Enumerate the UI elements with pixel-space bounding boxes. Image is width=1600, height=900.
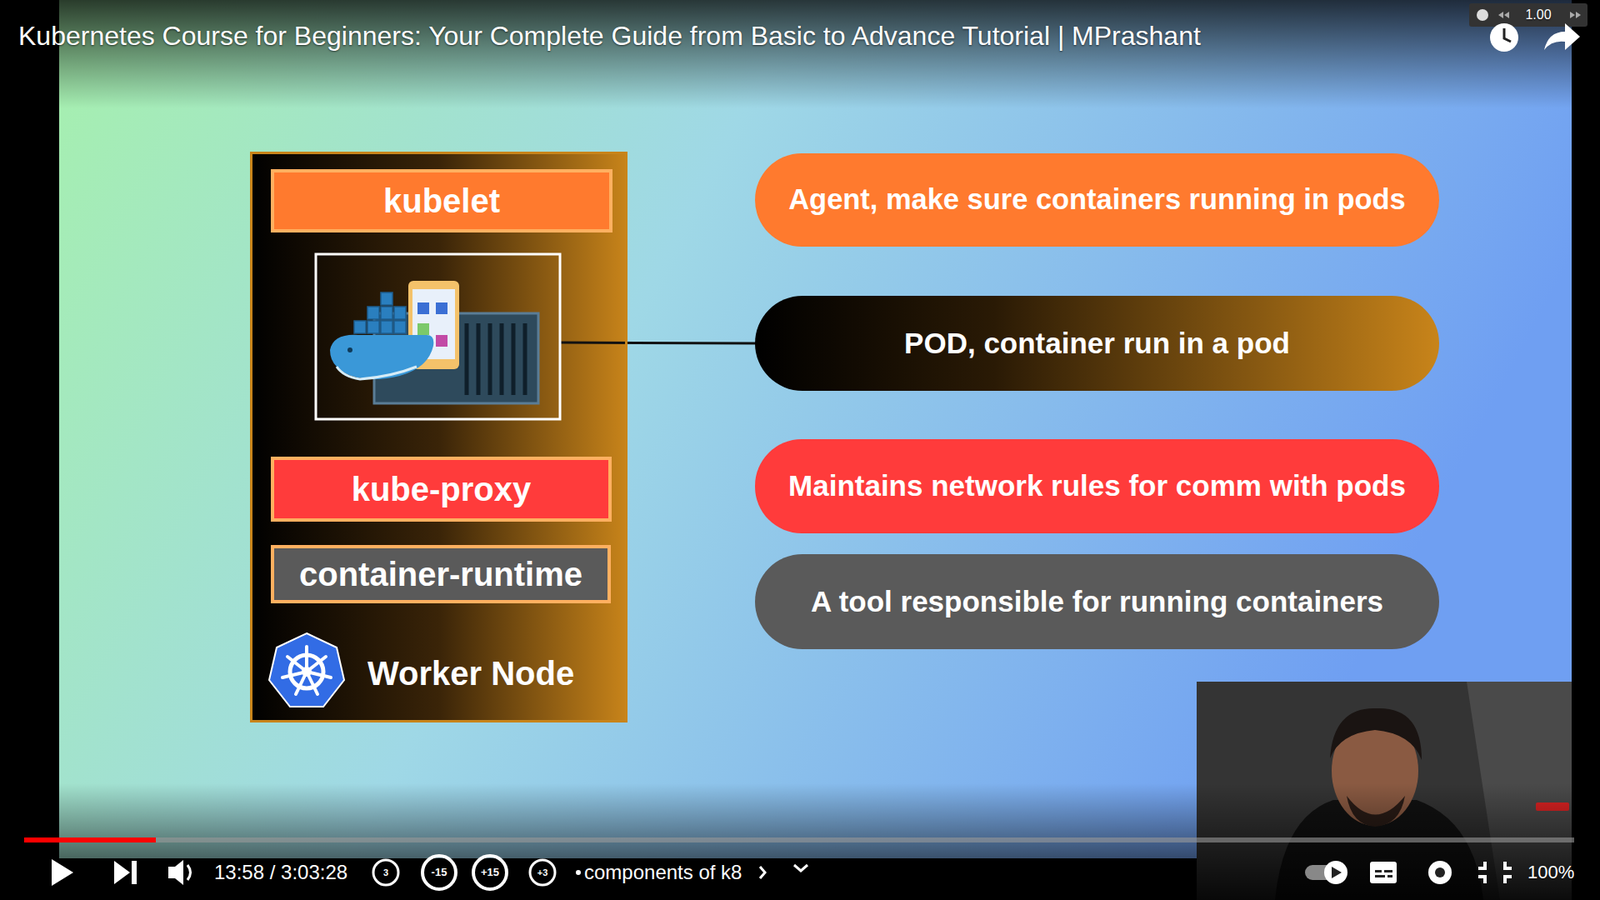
whale-containers bbox=[354, 292, 406, 334]
chapter-name: components of k8 bbox=[584, 861, 742, 884]
volume-icon bbox=[168, 860, 184, 885]
chapter-dropdown bbox=[794, 865, 808, 871]
zoom-level: 100% bbox=[1527, 862, 1575, 883]
skip-amount: +15 bbox=[480, 866, 500, 879]
logo-heptagon bbox=[269, 633, 345, 707]
progress-played bbox=[24, 837, 156, 843]
app-icon bbox=[435, 335, 448, 347]
video-title: Kubernetes Course for Beginners: Your Co… bbox=[18, 21, 1201, 51]
app-icon bbox=[417, 323, 430, 335]
player-icons bbox=[51, 855, 1512, 890]
fullscreen-icon bbox=[1478, 861, 1512, 884]
node-text: Worker Node bbox=[367, 654, 575, 693]
node-text: Maintains network rules for comm with po… bbox=[788, 469, 1406, 503]
watch-later-icon bbox=[1490, 23, 1519, 52]
app-icon bbox=[417, 302, 430, 315]
time-display: 13:58 / 3:03:28 bbox=[214, 861, 348, 884]
whale-belly bbox=[336, 366, 417, 380]
kubernetes-logo bbox=[269, 633, 345, 707]
captions-icon bbox=[1370, 861, 1397, 884]
settings-icon bbox=[1428, 860, 1452, 885]
skip-icon bbox=[473, 855, 507, 890]
component-box: container-runtime bbox=[270, 545, 611, 604]
node-text: container-runtime bbox=[299, 555, 583, 594]
node-text: A tool responsible for running container… bbox=[810, 585, 1384, 619]
skip-amount: -15 bbox=[431, 866, 448, 879]
node-text: Agent, make sure containers running in p… bbox=[788, 183, 1406, 217]
play-icon bbox=[51, 859, 74, 886]
autoplay-play bbox=[1331, 866, 1342, 879]
node-text: kubelet bbox=[383, 181, 500, 220]
component-box: kubelet bbox=[270, 169, 613, 233]
logo-spokes bbox=[282, 646, 331, 695]
worker-node-panel: Worker Node kubelet kube-proxy container-ru… bbox=[250, 151, 628, 723]
app-icon bbox=[435, 302, 448, 315]
skip-icon bbox=[373, 860, 399, 885]
autoplay-knob bbox=[1324, 860, 1348, 885]
whale-body bbox=[330, 335, 434, 380]
speed-gear bbox=[1476, 9, 1489, 21]
bottom-shade bbox=[0, 783, 1600, 900]
node-text: POD, container run in a pod bbox=[904, 326, 1290, 360]
skip-amount: +3 bbox=[537, 867, 549, 878]
container-ribs bbox=[466, 323, 525, 395]
chapter-chevron bbox=[760, 866, 765, 879]
chapter-dot bbox=[575, 870, 581, 875]
person-hair bbox=[1330, 708, 1422, 760]
whale-eye bbox=[347, 347, 353, 353]
slide-ground bbox=[59, 0, 1572, 859]
next-icon bbox=[114, 860, 137, 885]
speed-value: 1.00 bbox=[1525, 7, 1551, 23]
volume-wave bbox=[187, 865, 191, 880]
description-pill: A tool responsible for running container… bbox=[755, 554, 1440, 650]
skip-icon bbox=[530, 860, 555, 885]
node-text: kube-proxy bbox=[351, 470, 532, 509]
description-pill: Agent, make sure containers running in p… bbox=[755, 153, 1440, 247]
description-pill: POD, container run in a pod bbox=[755, 295, 1440, 391]
clock-hands bbox=[1504, 28, 1511, 42]
docker-illustration bbox=[315, 254, 560, 420]
image-frame bbox=[315, 254, 560, 420]
description-pill: Maintains network rules for comm with po… bbox=[755, 439, 1440, 534]
leader-line bbox=[560, 342, 757, 344]
panel-ground bbox=[250, 151, 628, 723]
progress-track bbox=[24, 837, 1575, 843]
share-icon bbox=[1544, 23, 1580, 50]
component-box: kube-proxy bbox=[270, 456, 612, 522]
skip-amount: 3 bbox=[383, 867, 389, 878]
speed-widget bbox=[1469, 3, 1588, 27]
top-shade bbox=[0, 0, 1600, 109]
skip-icon bbox=[422, 855, 456, 890]
